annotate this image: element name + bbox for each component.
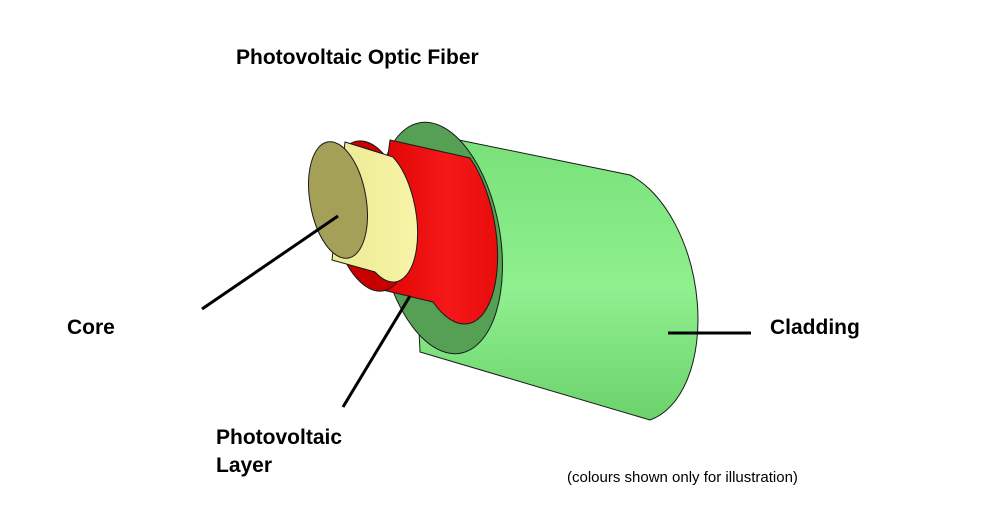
diagram-title: Photovoltaic Optic Fiber	[236, 46, 479, 69]
photovoltaic-layer-label-line1: Photovoltaic	[216, 426, 343, 449]
photovoltaic-layer-label: Photovoltaic Layer	[216, 424, 342, 480]
photovoltaic-layer-leader-line	[341, 295, 412, 408]
core-front-face	[308, 141, 368, 259]
core-cylinder	[308, 141, 419, 283]
cladding-label: Cladding	[770, 316, 860, 339]
core-leader-line	[201, 214, 339, 311]
core-label: Core	[67, 316, 115, 339]
photovoltaic-layer-label-line2: Layer	[216, 454, 273, 477]
illustration-note: (colours shown only for illustration)	[567, 469, 798, 486]
